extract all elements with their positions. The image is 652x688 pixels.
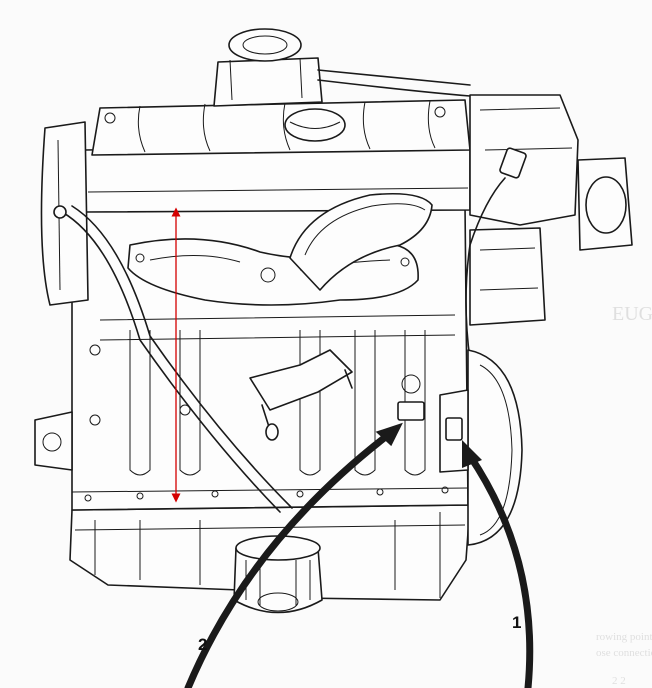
ghost-line-1: rowing points — [596, 631, 652, 643]
callout-arrow-1 — [462, 440, 534, 688]
oil-filter — [233, 535, 323, 614]
ghost-line-3: 2 2 — [612, 675, 626, 687]
flywheel-housing — [439, 349, 523, 546]
right-side-ancillaries — [465, 94, 633, 361]
callout-label-2: 2 — [198, 635, 207, 654]
callout-arrow-2 — [184, 422, 403, 688]
callout-label-1: 1 — [512, 613, 521, 632]
bleed-through-text: EUGEOT 2 rowing points ose connection 2 … — [596, 303, 652, 687]
ghost-heading: EUGEOT 2 — [612, 303, 652, 325]
air-duct — [289, 192, 433, 291]
fuel-pump — [249, 349, 353, 441]
carburettor — [213, 28, 471, 107]
dipstick-tube — [53, 205, 293, 513]
ghost-line-2: ose connection — [596, 647, 652, 659]
valve-cover — [91, 99, 471, 156]
